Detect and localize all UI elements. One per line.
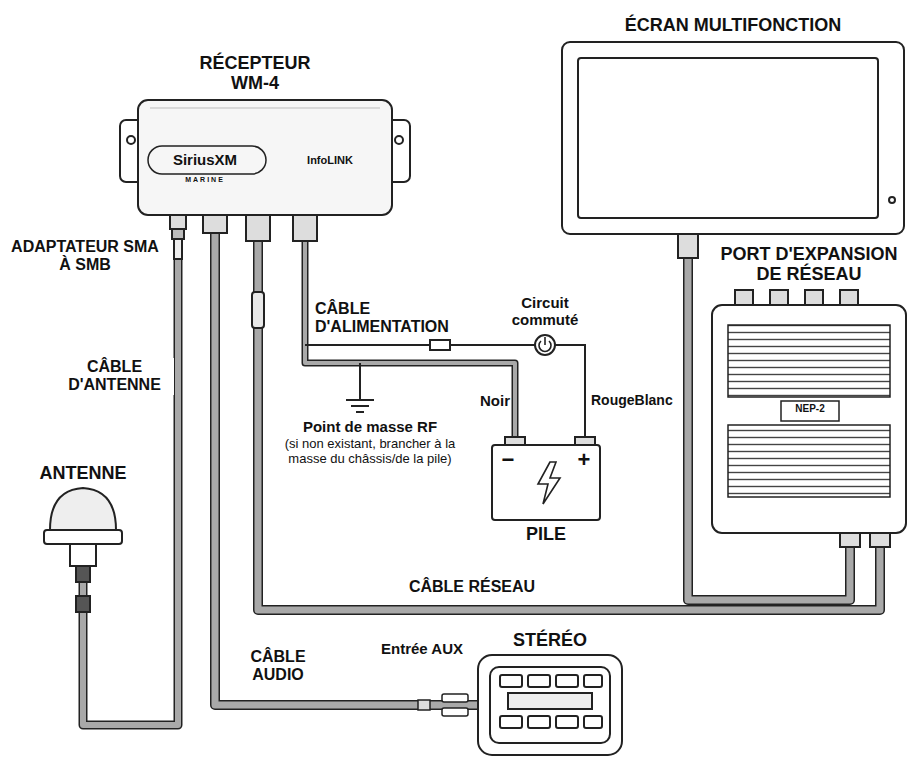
- receiver-housing-part: [395, 136, 403, 144]
- expansion-port-housing-part: [712, 305, 906, 533]
- expansion-port-housing-part: [805, 290, 823, 305]
- battery-box: PILE−+: [492, 445, 600, 520]
- node-text: NEP-2: [781, 403, 839, 415]
- antenna-illustration-part: [70, 544, 96, 566]
- part-label: (si non existant, brancher à la masse du…: [270, 437, 470, 467]
- receiver-housing-part: [246, 215, 270, 241]
- cable-label: CÂBLE RÉSEAU: [380, 578, 564, 596]
- battery-symbol-part: [538, 462, 560, 504]
- display-housing-part: [578, 58, 878, 218]
- power-wiring-part: [356, 411, 364, 413]
- receiver-housing: [120, 100, 410, 328]
- node-heading: ÉCRAN MULTIFONCTION: [562, 15, 904, 36]
- part-label: Circuit commuté: [500, 294, 590, 329]
- stereo-illustration-part: [528, 675, 550, 687]
- part-label: ADAPTATEUR SMA À SMB: [10, 238, 160, 275]
- display-housing-part: [889, 197, 895, 203]
- expansion-port-housing-part: [840, 533, 860, 547]
- receiver-housing-part: [252, 292, 264, 328]
- expansion-port-housing: [712, 290, 906, 547]
- rca-plugs-part: [418, 700, 430, 710]
- receiver-housing-part: [203, 215, 227, 233]
- display-housing-part: [678, 234, 698, 258]
- receiver-housing-part: [148, 146, 266, 174]
- expansion-port-housing-part: [770, 290, 788, 305]
- power-wiring-part: [351, 405, 369, 407]
- power-wiring-part: [359, 363, 361, 400]
- rca-plugs: [418, 694, 468, 716]
- battery-symbol: [492, 437, 600, 520]
- power-wiring-part: [539, 337, 551, 351]
- stereo-illustration-part: [528, 716, 550, 728]
- receiver-housing-part: [150, 108, 380, 109]
- power-wiring-part: [430, 340, 450, 350]
- stereo-illustration-part: [500, 675, 522, 687]
- antenna-illustration-part: [76, 596, 90, 612]
- node-heading: PORT D'EXPANSION DE RÉSEAU: [708, 244, 910, 285]
- expansion-port-housing-part: [781, 401, 839, 421]
- rca-plugs-part: [442, 708, 468, 716]
- battery-symbol-part: [492, 445, 600, 520]
- stereo-illustration-part: [478, 655, 622, 755]
- part-label: Entrée AUX: [380, 640, 464, 657]
- stereo-illustration-part: [490, 667, 610, 743]
- receiver-housing-part: [127, 136, 135, 144]
- power-wiring-part: [346, 399, 374, 401]
- node-heading: PILE: [492, 524, 600, 545]
- stereo-illustration-part: [584, 716, 602, 728]
- stereo-illustration-part: [556, 675, 578, 687]
- display-housing: [562, 42, 904, 258]
- node-text: −: [497, 447, 519, 472]
- stereo-illustration-part: [508, 693, 592, 709]
- power-wiring-part: [535, 335, 555, 355]
- node-heading: RÉCEPTEUR WM-4: [190, 53, 320, 94]
- display-housing-part: [562, 42, 904, 234]
- antenna-illustration: [44, 488, 122, 612]
- antenna-illustration-part: [76, 566, 90, 582]
- node-text: SiriusXM: [150, 151, 260, 168]
- expansion-port-housing-part: [728, 425, 890, 497]
- antenna-box: ANTENNE: [42, 488, 124, 566]
- cable-fill: [305, 218, 515, 445]
- stereo-illustration-part: [556, 716, 578, 728]
- stereo-illustration-part: [584, 675, 602, 687]
- expansion-port-housing-part: [840, 290, 858, 305]
- display-box: ÉCRAN MULTIFONCTION: [562, 42, 904, 234]
- receiver-housing-part: [174, 239, 182, 259]
- cable-connector: [305, 218, 515, 445]
- receiver-housing-part: [172, 229, 184, 239]
- rca-plugs-part: [442, 694, 468, 702]
- cable-label: CÂBLE AUDIO: [226, 648, 330, 685]
- cable-label: CÂBLE D'ALIMENTATION: [313, 300, 477, 337]
- node-text: MARINE: [150, 176, 260, 184]
- stereo-box: STÉRÉO: [478, 655, 622, 755]
- node-heading: ANTENNE: [22, 463, 144, 484]
- stereo-illustration: [478, 655, 622, 755]
- antenna-illustration-part: [50, 488, 116, 530]
- battery-symbol-part: [575, 437, 595, 445]
- receiver-housing-part: [293, 215, 317, 241]
- receiver-housing-part: [170, 215, 186, 229]
- receiver-housing-part: [138, 100, 392, 215]
- node-text: +: [573, 447, 595, 472]
- stereo-illustration-part: [500, 716, 522, 728]
- part-label: Point de masse RF: [270, 418, 470, 435]
- expansion-port-housing-part: [735, 290, 753, 305]
- expansion-port-box: PORT D'EXPANSION DE RÉSEAUNEP-2: [712, 305, 906, 533]
- expansion-port-housing-part: [728, 325, 890, 397]
- part-label: RougeBlanc: [591, 392, 683, 408]
- receiver-box: RÉCEPTEUR WM-4SiriusXMMARINEInfoLINK: [120, 100, 410, 218]
- cable-outline: [305, 218, 515, 445]
- antenna-illustration-part: [44, 530, 122, 544]
- node-text: InfoLINK: [288, 154, 372, 167]
- expansion-port-housing-part: [870, 533, 890, 547]
- node-heading: STÉRÉO: [478, 630, 622, 651]
- battery-symbol-part: [505, 437, 525, 445]
- cable-label: CÂBLE D'ANTENNE: [55, 358, 174, 395]
- part-label: Noir: [462, 392, 510, 409]
